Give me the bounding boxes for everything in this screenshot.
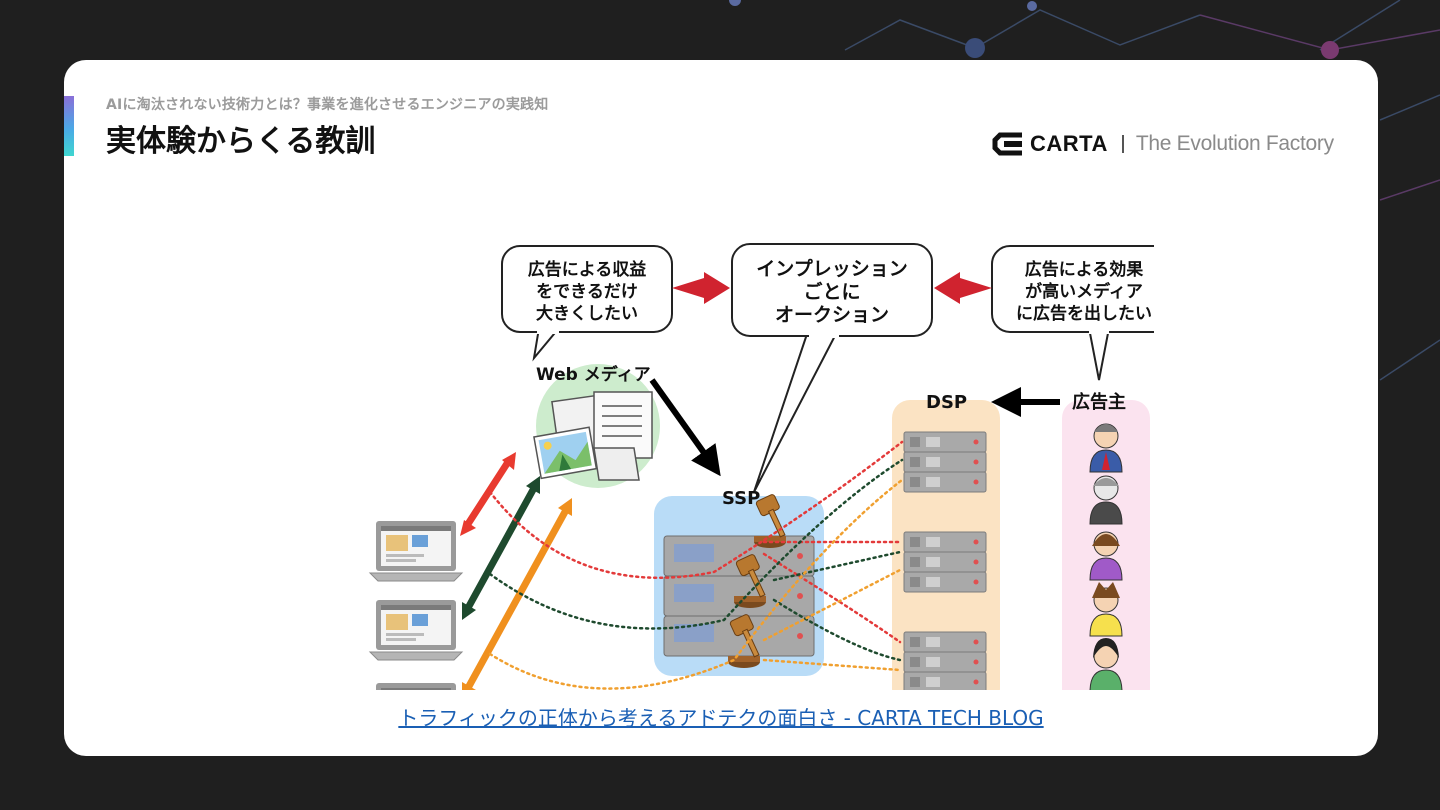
bubble-advertiser <box>991 245 1154 333</box>
media-documents-icon <box>533 391 653 481</box>
bubble-media-line-3: 大きくしたい <box>536 303 638 324</box>
bubble-auction-line-2: ごとに <box>803 280 860 303</box>
laptop-1-icon <box>369 520 463 582</box>
laptop-2-icon <box>369 599 463 661</box>
adtech-diagram: 広告による収益 をできるだけ 大きくしたい インプレッション ごとに オークショ… <box>369 243 1154 690</box>
blog-link[interactable]: トラフィックの正体から考えるアドテクの面白さ - CARTA TECH BLOG <box>398 706 1044 730</box>
dotted-green-path-1 <box>488 458 904 630</box>
arrow-media-laptop-2 <box>464 486 538 610</box>
arrow-media-laptop-1 <box>465 460 511 526</box>
dotted-orange-path-1 <box>488 478 904 690</box>
bubble-tail-advertiser <box>1088 327 1110 381</box>
bubble-auction-line-3: オークション <box>775 304 889 326</box>
bubble-media <box>501 245 673 333</box>
logo-tagline: The Evolution Factory <box>1135 132 1334 155</box>
bubble-tail-media <box>532 327 560 362</box>
bubble-media-line-1: 広告による収益 <box>528 259 647 280</box>
dsp-server-2-icon <box>904 532 986 592</box>
bubble-tail-auction <box>753 327 840 493</box>
dsp-server-3-icon <box>904 632 986 690</box>
carta-logo-icon <box>992 132 1022 156</box>
carta-logo: CARTA The Evolution Factory <box>992 126 1334 162</box>
dsp-server-1-icon <box>904 432 986 492</box>
label-dsp: DSP <box>926 392 967 413</box>
red-arrow-left <box>934 272 992 304</box>
bubble-advertiser-line-3: に広告を出したい <box>1016 303 1152 324</box>
red-arrow-right <box>672 272 730 304</box>
slide-card: AIに淘汰されない技術力とは？事業を進化させるエンジニアの実践知 実体験からくる… <box>64 60 1378 756</box>
label-advertiser: 広告主 <box>1072 391 1126 413</box>
title-accent-bar <box>64 96 74 156</box>
person-3-icon <box>1089 531 1123 581</box>
person-2-icon <box>1089 475 1123 525</box>
slide-subtitle: AIに淘汰されない技術力とは？事業を進化させるエンジニアの実践知 <box>106 97 549 113</box>
person-5-icon <box>1089 638 1123 690</box>
bubble-auction-line-1: インプレッション <box>756 257 907 280</box>
bubble-advertiser-line-2: が高いメディア <box>1025 281 1143 302</box>
arrow-media-to-ssp <box>649 378 721 477</box>
label-ssp: SSP <box>722 488 760 509</box>
bubble-advertiser-line-1: 広告による効果 <box>1025 259 1144 280</box>
laptop-3-icon <box>369 682 463 690</box>
advertiser-people <box>1089 423 1123 690</box>
dotted-red-path-1 <box>488 440 904 579</box>
logo-separator <box>1121 135 1124 153</box>
arrow-media-laptop-3 <box>464 508 570 690</box>
person-1-icon <box>1089 423 1123 473</box>
logo-name: CARTA <box>1030 131 1108 156</box>
label-web-media: Web メディア <box>536 364 651 385</box>
bubble-media-line-2: をできるだけ <box>536 282 638 302</box>
person-4-icon <box>1089 582 1123 637</box>
slide-title: 実体験からくる教訓 <box>106 124 376 159</box>
